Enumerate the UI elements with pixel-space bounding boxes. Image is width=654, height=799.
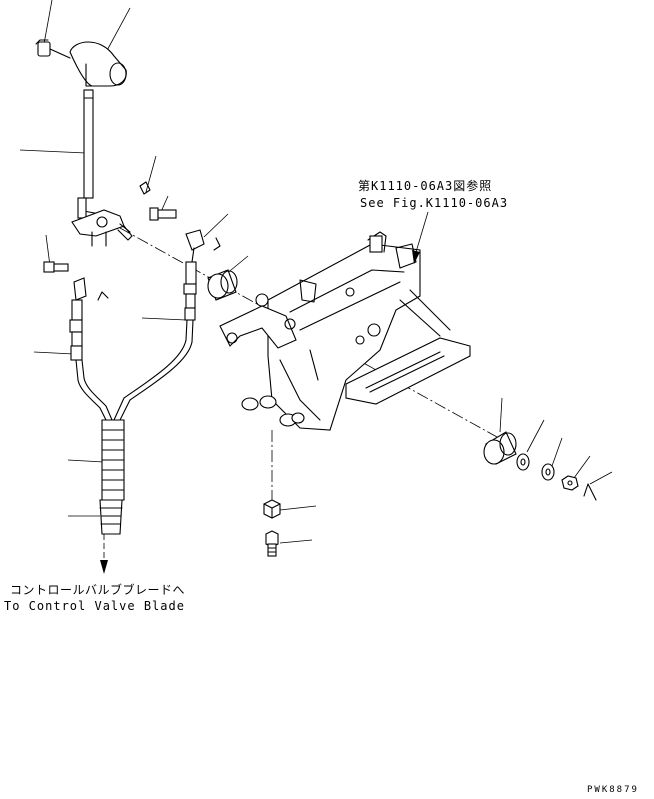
cotter-pin-small — [97, 237, 221, 301]
main-bracket — [267, 231, 421, 431]
link-arm — [219, 293, 297, 349]
hex-bolt — [265, 530, 279, 557]
destination-note-english: To Control Valve Blade — [4, 599, 185, 613]
washer-spring — [541, 463, 555, 481]
knob-set-bolt — [35, 39, 71, 59]
clevis-pin — [149, 207, 177, 221]
direction-arrow — [100, 534, 108, 574]
pedal-plate — [345, 289, 471, 405]
cable-end-right — [183, 229, 205, 321]
cable-protector-boot — [99, 419, 125, 535]
lever-rod — [77, 89, 101, 219]
split-pin-right — [583, 483, 597, 501]
washer-flat — [516, 453, 530, 471]
lever-knob — [69, 41, 127, 87]
cable-end-left — [69, 277, 87, 361]
reference-note-japanese: 第K1110-06A3図参照 — [358, 179, 493, 193]
bolt-small — [43, 261, 69, 273]
cable-outer — [75, 319, 194, 421]
hex-nut — [263, 499, 281, 519]
spacer-upper — [207, 269, 238, 301]
reference-arrow — [412, 211, 429, 264]
cotter-pin — [139, 181, 151, 195]
lever-bracket — [71, 209, 133, 247]
destination-note-japanese: コントロールバルブブレードへ — [10, 583, 186, 597]
mounting-bosses — [241, 395, 305, 427]
reference-note-english: See Fig.K1110-06A3 — [360, 196, 509, 210]
lock-nut — [561, 475, 579, 491]
spacer-lower — [483, 431, 517, 465]
drawing-code: PWK8879 — [587, 785, 639, 795]
